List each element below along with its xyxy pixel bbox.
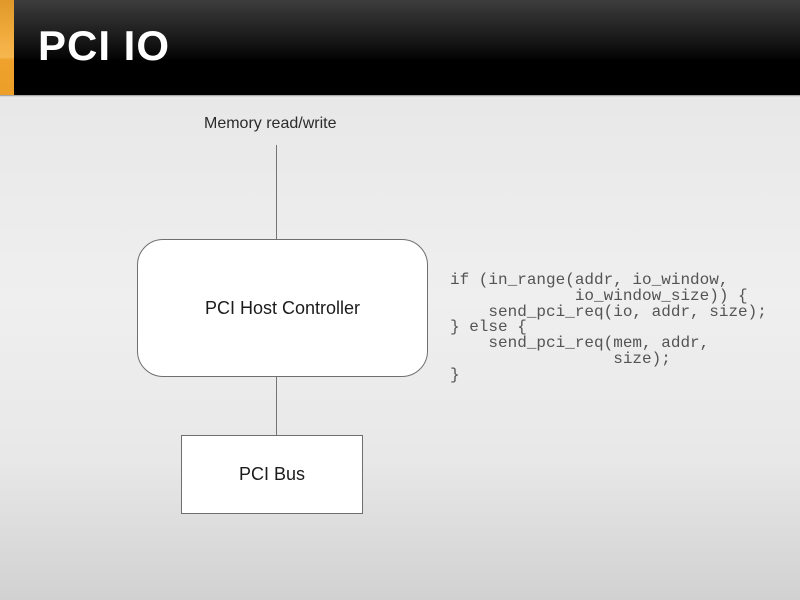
connector-line-bottom bbox=[276, 377, 277, 435]
pci-host-controller-box: PCI Host Controller bbox=[137, 239, 428, 377]
header-separator bbox=[0, 95, 800, 97]
connector-line-top bbox=[276, 145, 277, 239]
memory-readwrite-label: Memory read/write bbox=[204, 115, 337, 132]
pci-bus-box: PCI Bus bbox=[181, 435, 363, 514]
pci-bus-label: PCI Bus bbox=[238, 464, 306, 484]
orange-accent-stripe bbox=[0, 0, 14, 95]
slide-title: PCI IO bbox=[38, 22, 171, 69]
code-snippet: if (in_range(addr, io_window, io_window_… bbox=[450, 271, 767, 384]
pci-host-controller-label: PCI Host Controller bbox=[204, 297, 361, 318]
header-bar: PCI IO bbox=[0, 0, 800, 95]
